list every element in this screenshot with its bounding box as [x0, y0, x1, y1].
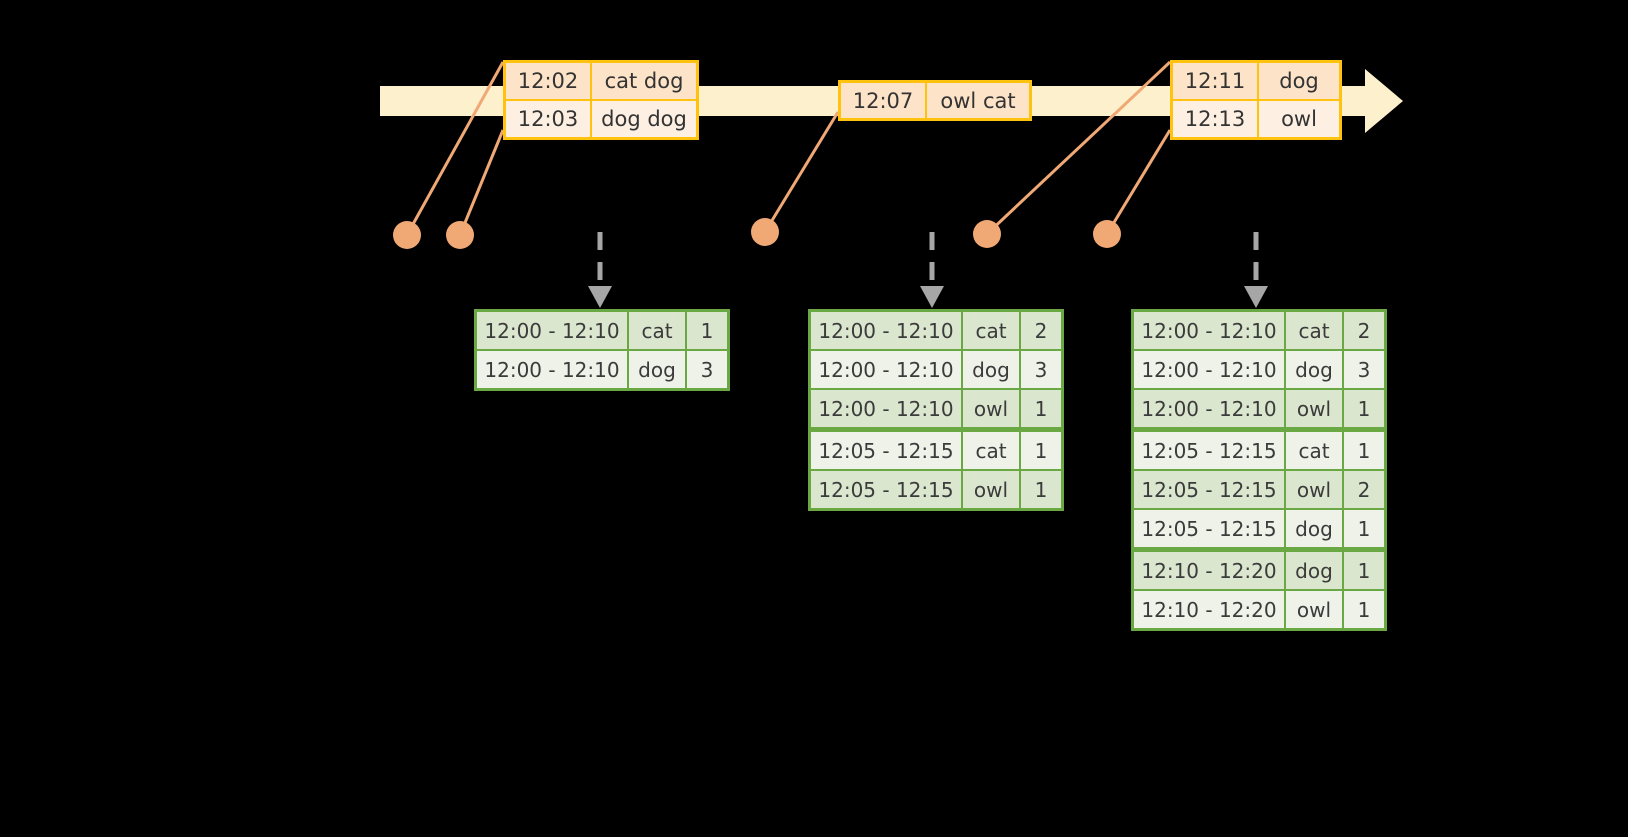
cell-word: dog [1286, 351, 1342, 388]
dashed-arrow-2 [920, 232, 944, 308]
connector-line-2 [458, 129, 505, 236]
cell-window: 12:00 - 12:10 [1134, 351, 1284, 388]
cell-word: owl [1286, 471, 1342, 508]
table-row: 12:00 - 12:10 dog 3 [1134, 351, 1384, 388]
cell-word: cat [629, 312, 685, 349]
result-table-1: 12:00 - 12:10 cat 1 12:00 - 12:10 dog 3 [474, 309, 730, 391]
event-time: 12:02 [506, 63, 592, 99]
table-group: 12:10 - 12:20 dog 1 12:10 - 12:20 owl 1 [1134, 552, 1384, 628]
cell-window: 12:00 - 12:10 [477, 312, 627, 349]
cell-window: 12:05 - 12:15 [1134, 510, 1284, 547]
cell-word: owl [1286, 591, 1342, 628]
table-row: 12:05 - 12:15 owl 2 [1134, 471, 1384, 508]
cell-window: 12:00 - 12:10 [811, 351, 961, 388]
table-group: 12:00 - 12:10 cat 1 12:00 - 12:10 dog 3 [477, 312, 727, 388]
cell-word: cat [963, 312, 1019, 349]
connector-line-3 [763, 111, 840, 233]
event-row: 12:11 dog [1173, 63, 1339, 99]
table-row: 12:05 - 12:15 owl 1 [811, 471, 1061, 508]
cell-count: 1 [1344, 591, 1384, 628]
cell-count: 3 [1344, 351, 1384, 388]
table-row: 12:00 - 12:10 cat 2 [811, 312, 1061, 349]
event-box-3: 12:11 dog 12:13 owl [1170, 60, 1342, 140]
cell-word: dog [963, 351, 1019, 388]
cell-count: 3 [1021, 351, 1061, 388]
event-payload: owl cat [927, 83, 1029, 118]
cell-count: 1 [1021, 432, 1061, 469]
cell-window: 12:05 - 12:15 [811, 471, 961, 508]
cell-count: 3 [687, 351, 727, 388]
table-row: 12:00 - 12:10 owl 1 [811, 390, 1061, 427]
cell-window: 12:05 - 12:15 [811, 432, 961, 469]
event-payload: dog [1259, 63, 1339, 99]
event-payload: owl [1259, 101, 1339, 137]
cell-word: dog [629, 351, 685, 388]
connector-line-5 [1105, 129, 1172, 235]
cell-count: 2 [1344, 471, 1384, 508]
event-dot-3 [751, 218, 779, 246]
event-row: 12:02 cat dog [506, 63, 696, 99]
cell-word: owl [1286, 390, 1342, 427]
table-row: 12:00 - 12:10 owl 1 [1134, 390, 1384, 427]
cell-count: 2 [1021, 312, 1061, 349]
cell-word: cat [1286, 312, 1342, 349]
event-time: 12:13 [1173, 101, 1259, 137]
cell-window: 12:10 - 12:20 [1134, 591, 1284, 628]
table-row: 12:05 - 12:15 dog 1 [1134, 510, 1384, 547]
result-table-2: 12:00 - 12:10 cat 2 12:00 - 12:10 dog 3 … [808, 309, 1064, 511]
table-row: 12:00 - 12:10 cat 2 [1134, 312, 1384, 349]
cell-window: 12:05 - 12:15 [1134, 471, 1284, 508]
cell-window: 12:00 - 12:10 [811, 390, 961, 427]
cell-window: 12:00 - 12:10 [1134, 312, 1284, 349]
cell-window: 12:05 - 12:15 [1134, 432, 1284, 469]
event-dot-4 [973, 220, 1001, 248]
event-row: 12:13 owl [1173, 99, 1339, 137]
cell-word: owl [963, 390, 1019, 427]
event-dot-2 [446, 221, 474, 249]
cell-window: 12:10 - 12:20 [1134, 552, 1284, 589]
event-payload: cat dog [592, 63, 696, 99]
cell-word: dog [1286, 510, 1342, 547]
event-dot-1 [393, 221, 421, 249]
table-group: 12:05 - 12:15 cat 1 12:05 - 12:15 owl 1 [811, 432, 1061, 508]
cell-word: cat [963, 432, 1019, 469]
cell-count: 1 [1021, 390, 1061, 427]
table-row: 12:00 - 12:10 cat 1 [477, 312, 727, 349]
table-row: 12:10 - 12:20 owl 1 [1134, 591, 1384, 628]
cell-count: 1 [1021, 471, 1061, 508]
dashed-arrow-1 [588, 232, 612, 308]
event-payload: dog dog [592, 101, 696, 137]
table-group: 12:00 - 12:10 cat 2 12:00 - 12:10 dog 3 … [1134, 312, 1384, 427]
cell-count: 1 [1344, 552, 1384, 589]
cell-word: dog [1286, 552, 1342, 589]
event-time: 12:07 [841, 83, 927, 118]
table-group: 12:00 - 12:10 cat 2 12:00 - 12:10 dog 3 … [811, 312, 1061, 427]
cell-word: owl [963, 471, 1019, 508]
timeline-arrowhead-icon [1365, 69, 1403, 133]
event-time: 12:03 [506, 101, 592, 137]
cell-count: 1 [1344, 390, 1384, 427]
table-row: 12:00 - 12:10 dog 3 [811, 351, 1061, 388]
table-row: 12:05 - 12:15 cat 1 [811, 432, 1061, 469]
event-box-1: 12:02 cat dog 12:03 dog dog [503, 60, 699, 140]
cell-count: 1 [1344, 432, 1384, 469]
cell-window: 12:00 - 12:10 [1134, 390, 1284, 427]
table-row: 12:05 - 12:15 cat 1 [1134, 432, 1384, 469]
table-group: 12:05 - 12:15 cat 1 12:05 - 12:15 owl 2 … [1134, 432, 1384, 547]
event-box-2: 12:07 owl cat [838, 80, 1032, 121]
event-dot-5 [1093, 220, 1121, 248]
cell-word: cat [1286, 432, 1342, 469]
dashed-arrow-3 [1244, 232, 1268, 308]
table-row: 12:00 - 12:10 dog 3 [477, 351, 727, 388]
cell-window: 12:00 - 12:10 [477, 351, 627, 388]
event-row: 12:07 owl cat [841, 83, 1029, 118]
table-row: 12:10 - 12:20 dog 1 [1134, 552, 1384, 589]
cell-count: 1 [687, 312, 727, 349]
cell-window: 12:00 - 12:10 [811, 312, 961, 349]
event-time: 12:11 [1173, 63, 1259, 99]
cell-count: 1 [1344, 510, 1384, 547]
result-table-3: 12:00 - 12:10 cat 2 12:00 - 12:10 dog 3 … [1131, 309, 1387, 631]
cell-count: 2 [1344, 312, 1384, 349]
event-row: 12:03 dog dog [506, 99, 696, 137]
